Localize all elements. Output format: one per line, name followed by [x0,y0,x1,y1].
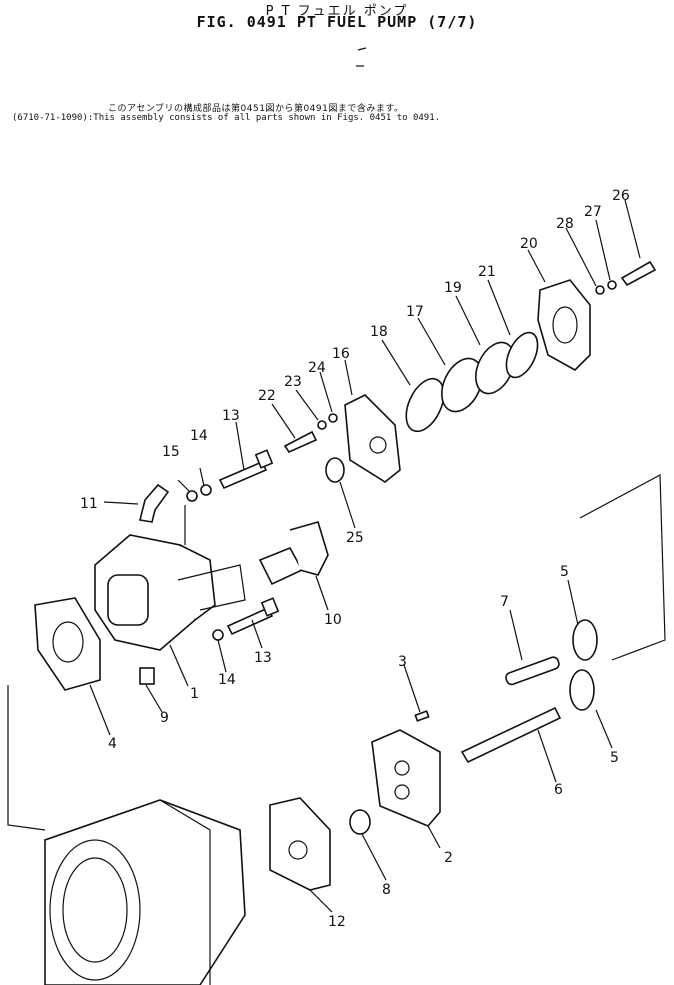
callout-8: 8 [382,882,391,898]
callout-13-lower: 13 [254,650,272,666]
callout-14-lower: 14 [218,672,236,688]
assembly-note-japanese: このアセンブリの構成部品は第0451図から第0491図まで含みます。 [108,104,404,114]
callout-22: 22 [258,388,276,404]
bolt-13-upper [218,460,268,490]
callout-10: 10 [324,612,342,628]
callout-7: 7 [500,594,509,610]
callout-15: 15 [162,444,180,460]
bolt-13-lower [226,606,274,636]
callout-1: 1 [190,686,199,702]
callout-2: 2 [444,850,453,866]
callout-5-upper: 5 [560,564,569,580]
callout-18: 18 [370,324,388,340]
fitting-10 [258,521,329,586]
callout-9: 9 [160,710,169,726]
bolt-22 [283,430,318,454]
callout-26: 26 [612,188,630,204]
callout-14-upper: 14 [190,428,208,444]
o-ring-18 [405,377,445,433]
flange-20 [537,279,591,371]
washer-14-lower [212,629,224,641]
plate-2 [371,729,441,827]
callout-3: 3 [398,654,407,670]
callout-12: 12 [328,914,346,930]
pump-body [94,505,246,651]
washer-28 [595,285,605,295]
callout-25: 25 [346,530,364,546]
gear-5-lower [569,669,595,711]
callout-16: 16 [332,346,350,362]
washer-14-upper [200,484,212,496]
callout-6: 6 [554,782,563,798]
washer-27 [607,280,617,290]
pin-3 [414,710,430,722]
washer-23 [317,420,327,430]
gear-5-upper [572,619,598,661]
o-ring-21 [505,331,539,379]
pump-housing [44,799,246,985]
callout-4: 4 [108,736,117,752]
shaft-7 [505,656,560,686]
callout-21: 21 [478,264,496,280]
callout-13-upper: 13 [222,408,240,424]
bolt-26 [620,260,657,287]
callout-23: 23 [284,374,302,390]
disc-17 [441,357,483,413]
gasket-12 [269,797,331,891]
callout-24: 24 [308,360,326,376]
seal-25 [325,457,345,483]
plug-9 [139,667,155,685]
elbow-11 [139,483,170,523]
callout-20: 20 [520,236,538,252]
callout-27: 27 [584,204,602,220]
assembly-note-english: (6710-71-1090):This assembly consists of… [12,113,441,123]
bushing-8 [349,809,371,835]
callout-28: 28 [556,216,574,232]
title-japanese: P T フュエル ポンプ [265,4,409,19]
callout-17: 17 [406,304,424,320]
shaft-6 [460,706,562,764]
callout-5-lower: 5 [610,750,619,766]
callout-11: 11 [80,496,98,512]
washer-15 [186,490,198,502]
callout-19: 19 [444,280,462,296]
washer-24 [328,413,338,423]
gasket-4 [34,597,101,691]
figure-title: FIG. 0491 PT FUEL PUMP (7/7) [196,13,478,31]
